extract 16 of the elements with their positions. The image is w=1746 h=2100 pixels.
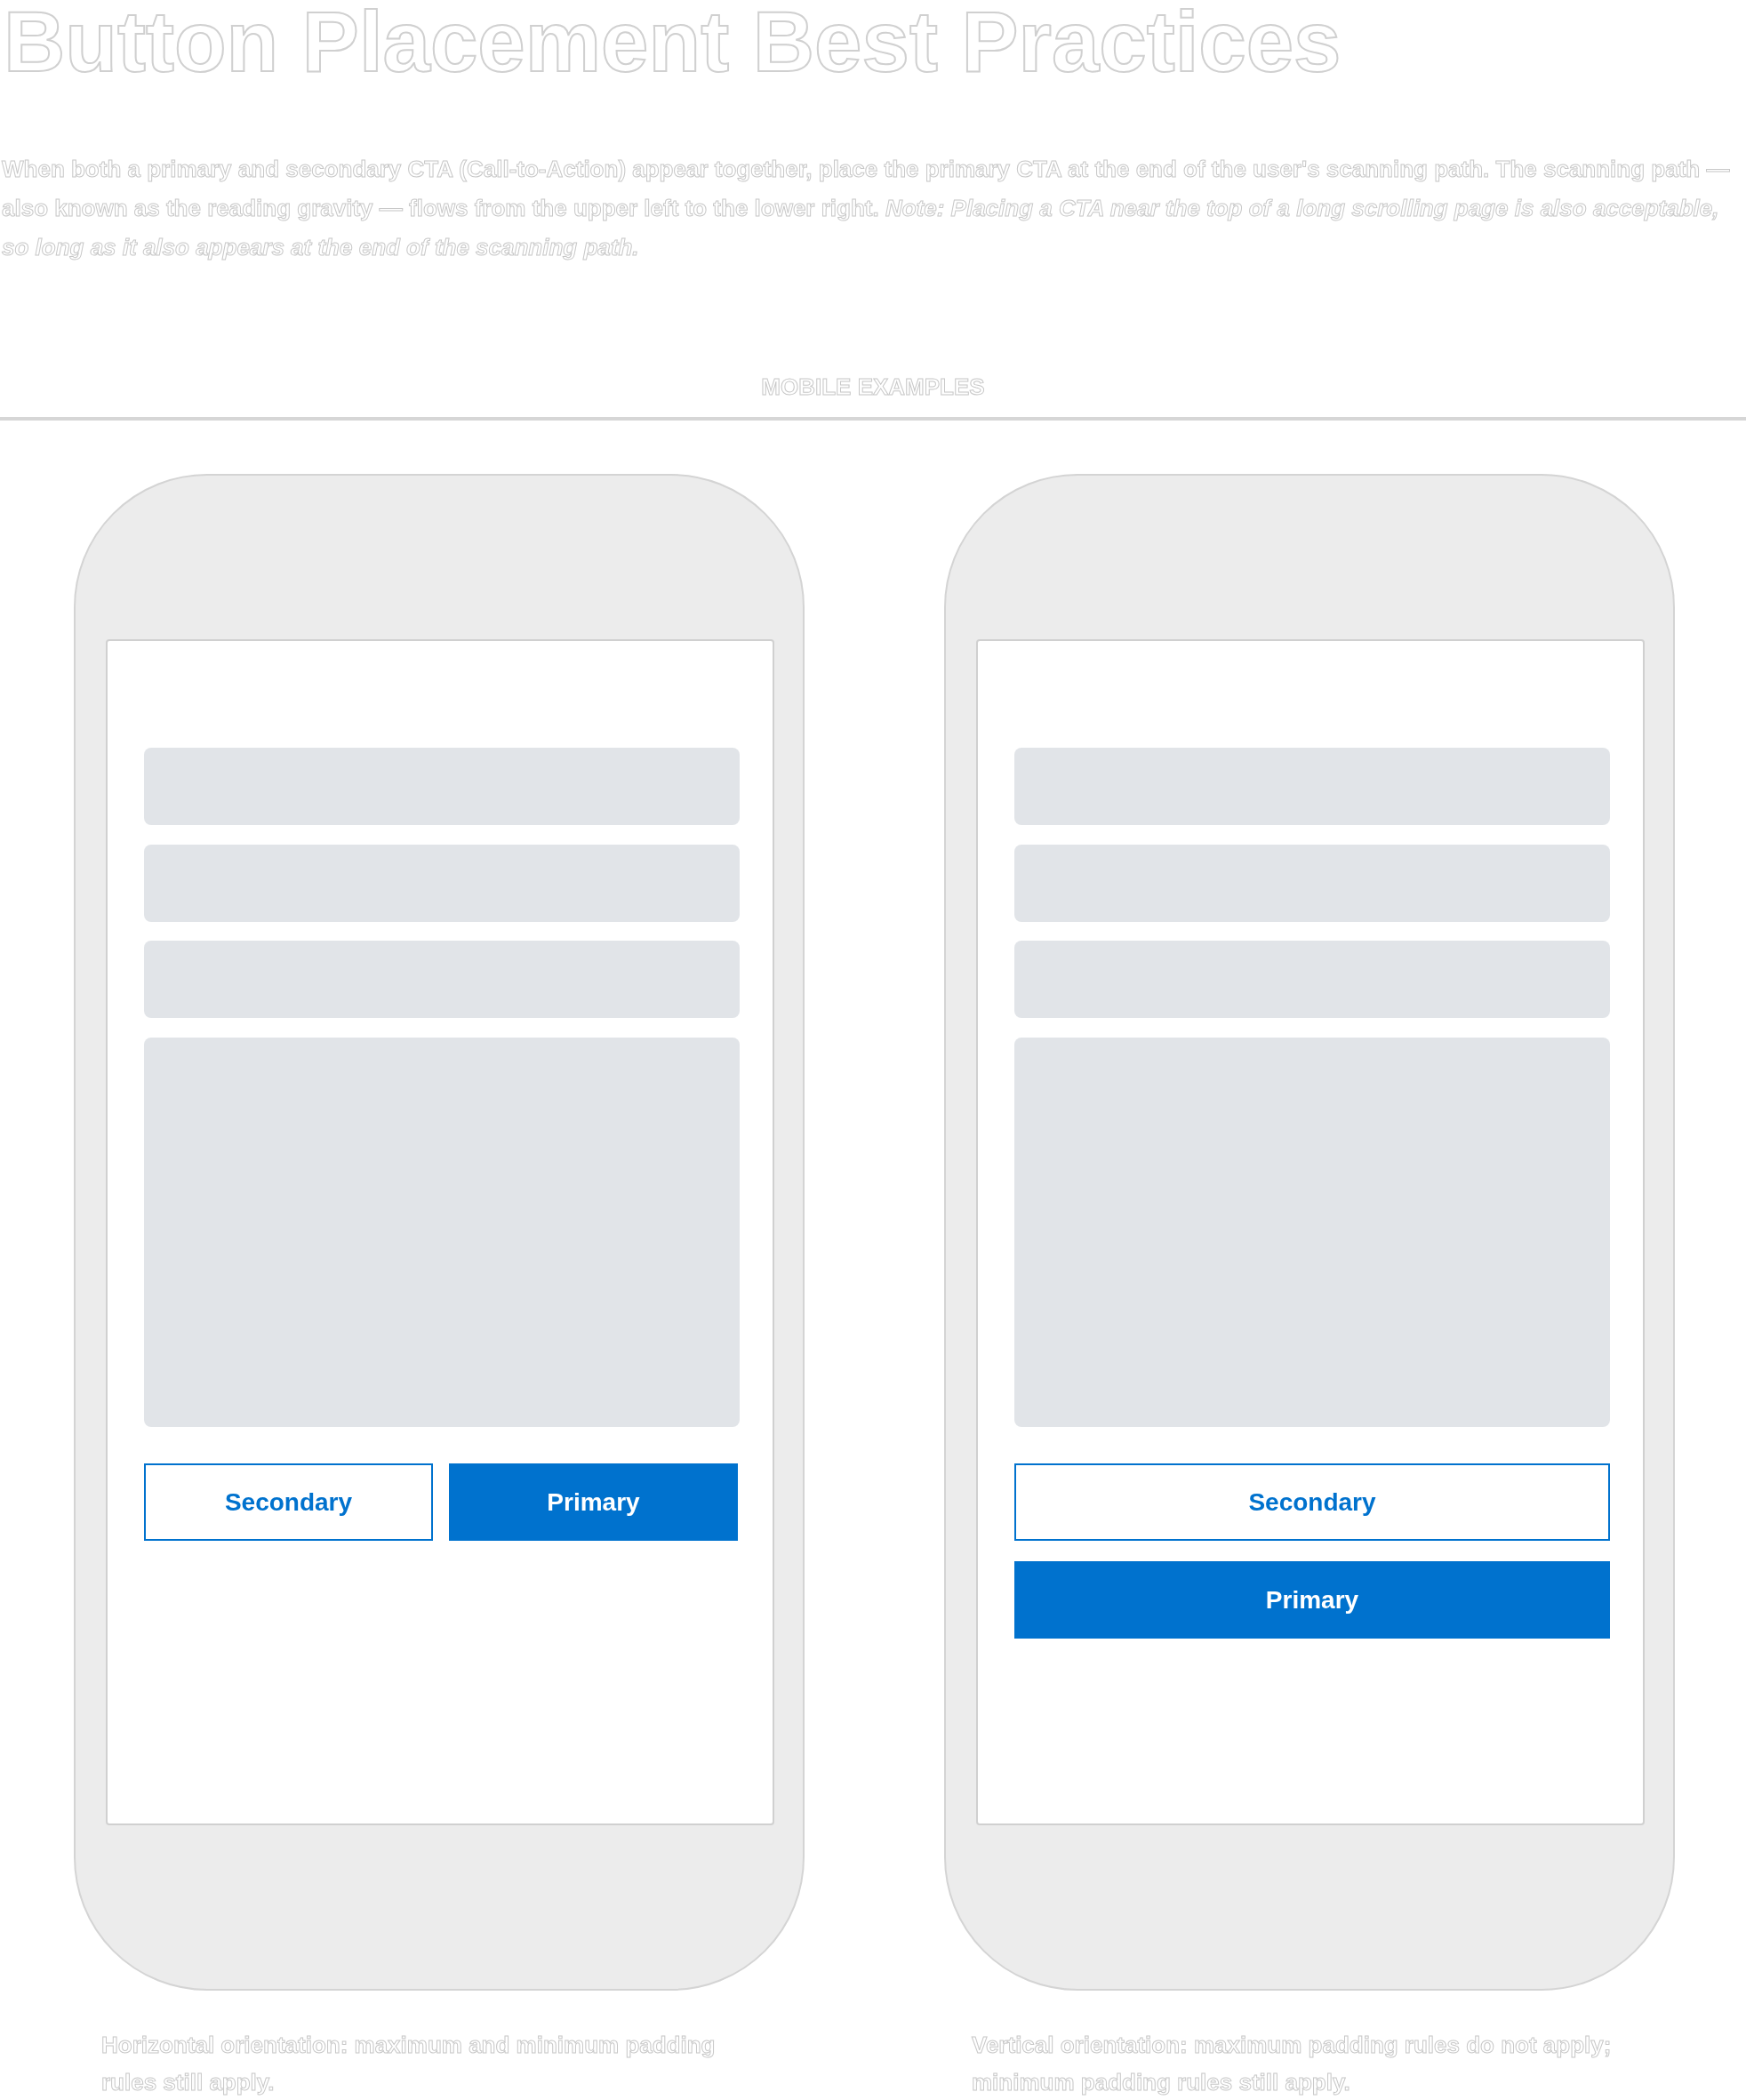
primary-button: Primary bbox=[449, 1463, 738, 1541]
content-placeholder bbox=[144, 1038, 740, 1427]
phone-screen bbox=[976, 639, 1645, 1825]
content-placeholder bbox=[144, 845, 740, 922]
content-placeholder bbox=[144, 941, 740, 1018]
content-placeholder bbox=[1014, 1038, 1610, 1427]
phone-frame bbox=[944, 474, 1675, 1991]
content-placeholder bbox=[1014, 748, 1610, 825]
phone-screen bbox=[106, 639, 774, 1825]
primary-button: Primary bbox=[1014, 1561, 1610, 1639]
secondary-button: Secondary bbox=[1014, 1463, 1610, 1541]
content-placeholder bbox=[144, 748, 740, 825]
content-placeholder bbox=[1014, 845, 1610, 922]
phone-frame bbox=[74, 474, 805, 1991]
content-placeholder bbox=[1014, 941, 1610, 1018]
secondary-button: Secondary bbox=[144, 1463, 433, 1541]
